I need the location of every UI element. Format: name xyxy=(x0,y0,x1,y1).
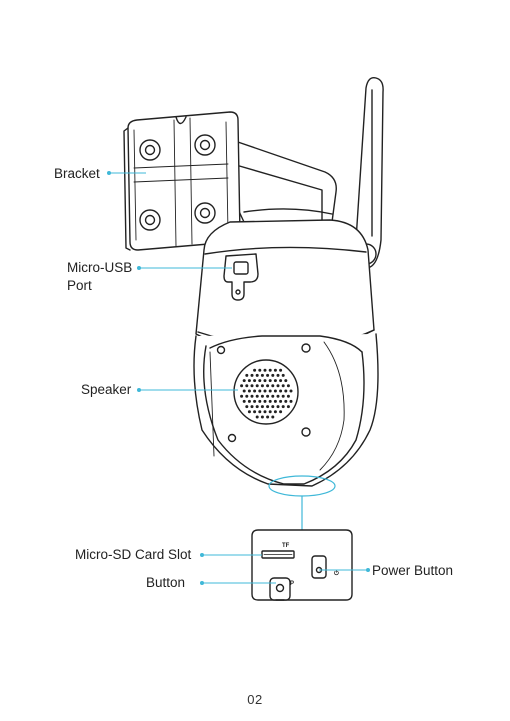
speaker-hole xyxy=(264,369,267,372)
bottom-panel xyxy=(252,530,352,600)
speaker-hole xyxy=(258,369,261,372)
speaker-hole xyxy=(248,410,251,413)
label-button: Button xyxy=(146,575,185,590)
reset-mark: P xyxy=(290,581,294,587)
speaker-hole xyxy=(256,395,259,398)
tf-mark: TF xyxy=(282,543,290,549)
speaker-hole xyxy=(271,405,274,408)
speaker-hole xyxy=(282,384,285,387)
label-micro-sd: Micro-SD Card Slot xyxy=(75,547,192,562)
speaker-hole xyxy=(277,405,280,408)
speaker-hole xyxy=(287,405,290,408)
speaker-hole xyxy=(251,384,254,387)
speaker-hole xyxy=(282,395,285,398)
speaker-hole xyxy=(277,395,280,398)
speaker-hole xyxy=(261,395,264,398)
label-micro-usb: Micro-USB xyxy=(67,260,132,275)
speaker-hole xyxy=(256,384,259,387)
speaker-hole xyxy=(284,390,287,393)
speaker-hole xyxy=(284,379,287,382)
speaker-hole xyxy=(240,395,243,398)
speaker-hole xyxy=(290,390,293,393)
speaker-hole xyxy=(264,390,267,393)
speaker-hole xyxy=(251,395,254,398)
speaker-hole xyxy=(261,416,264,419)
speaker-hole xyxy=(258,379,261,382)
speaker-hole xyxy=(264,379,267,382)
speaker-hole xyxy=(266,416,269,419)
speaker-hole xyxy=(282,405,285,408)
label-micro-usb-port: Port xyxy=(67,278,92,293)
mount-arm xyxy=(232,140,336,222)
speaker-hole xyxy=(253,390,256,393)
speaker-hole xyxy=(290,400,293,403)
speaker-hole xyxy=(264,410,267,413)
speaker-hole xyxy=(287,395,290,398)
speaker-hole xyxy=(251,374,254,377)
speaker-hole xyxy=(266,395,269,398)
speaker-hole xyxy=(269,390,272,393)
speaker-hole xyxy=(279,379,282,382)
speaker-hole xyxy=(271,395,274,398)
speaker-hole xyxy=(279,369,282,372)
speaker-hole xyxy=(271,384,274,387)
speaker-hole xyxy=(248,400,251,403)
speaker-hole xyxy=(274,410,277,413)
speaker-hole xyxy=(253,410,256,413)
speaker-hole xyxy=(266,374,269,377)
speaker-hole xyxy=(261,405,264,408)
label-speaker: Speaker xyxy=(81,382,132,397)
speaker-hole xyxy=(248,379,251,382)
camera-body-upper xyxy=(196,220,374,350)
speaker-hole xyxy=(245,395,248,398)
speaker-hole xyxy=(264,400,267,403)
speaker-hole xyxy=(279,410,282,413)
speaker-hole xyxy=(287,384,290,387)
speaker-hole xyxy=(256,416,259,419)
speaker-hole xyxy=(258,410,261,413)
speaker-hole xyxy=(253,369,256,372)
power-mark-icon: ⏻ xyxy=(334,570,339,577)
speaker-hole xyxy=(266,405,269,408)
speaker-hole xyxy=(253,400,256,403)
speaker-hole xyxy=(274,369,277,372)
speaker-hole xyxy=(271,374,274,377)
speaker-hole xyxy=(271,416,274,419)
speaker-hole xyxy=(261,384,264,387)
speaker-hole xyxy=(269,379,272,382)
speaker-hole xyxy=(243,379,246,382)
speaker-hole xyxy=(282,374,285,377)
label-bracket: Bracket xyxy=(54,166,100,181)
speaker-hole xyxy=(258,400,261,403)
speaker-hole xyxy=(269,400,272,403)
speaker-hole xyxy=(245,384,248,387)
speaker-hole xyxy=(258,390,261,393)
speaker-hole xyxy=(256,374,259,377)
page-number: 02 xyxy=(0,692,510,707)
speaker-hole xyxy=(269,410,272,413)
speaker-hole xyxy=(277,374,280,377)
speaker-hole xyxy=(253,379,256,382)
speaker-hole xyxy=(240,384,243,387)
speaker-hole xyxy=(245,374,248,377)
speaker-hole xyxy=(248,390,251,393)
speaker-hole xyxy=(243,390,246,393)
speaker-hole xyxy=(266,384,269,387)
speaker-hole xyxy=(243,400,246,403)
speaker-hole xyxy=(245,405,248,408)
label-power-button: Power Button xyxy=(372,563,453,578)
speaker-hole xyxy=(274,390,277,393)
speaker-hole xyxy=(274,379,277,382)
speaker-hole xyxy=(277,384,280,387)
speaker-hole xyxy=(261,374,264,377)
speaker-hole xyxy=(269,369,272,372)
speaker-hole xyxy=(274,400,277,403)
speaker-hole xyxy=(256,405,259,408)
speaker-hole xyxy=(251,405,254,408)
speaker xyxy=(234,360,298,424)
speaker-hole xyxy=(279,400,282,403)
speaker-hole xyxy=(279,390,282,393)
speaker-hole xyxy=(284,400,287,403)
